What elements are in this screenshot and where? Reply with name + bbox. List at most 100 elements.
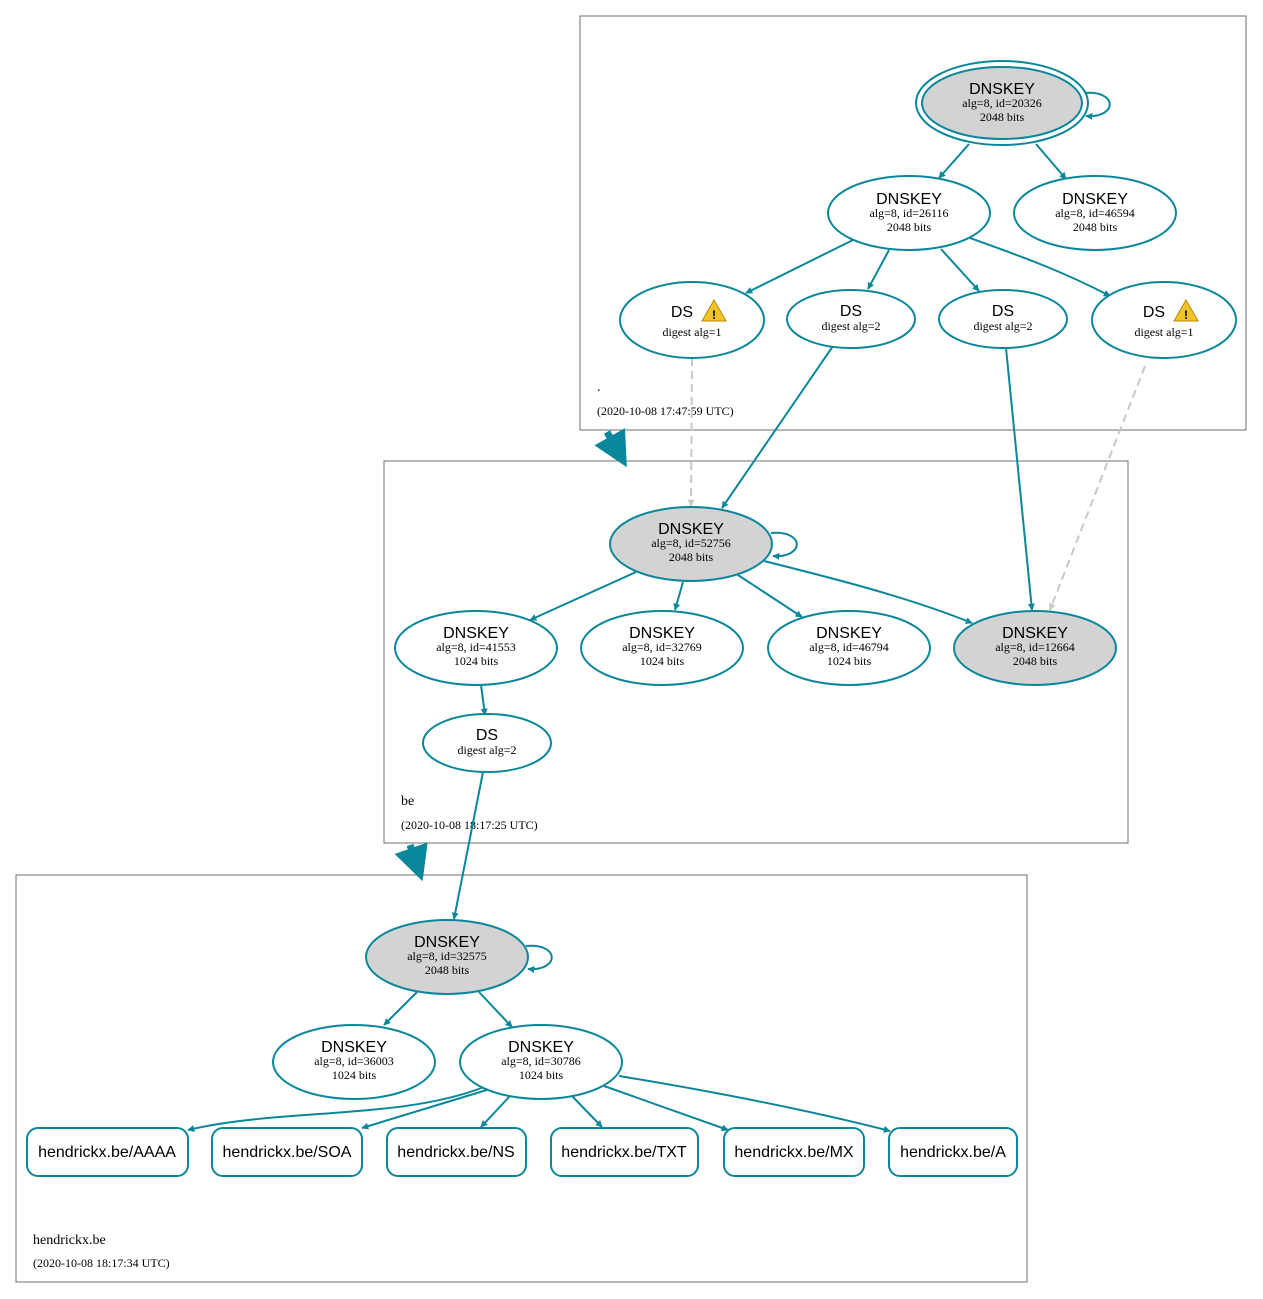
ds-node[interactable]: DS ! digest alg=1 bbox=[1091, 281, 1237, 359]
dnskey-node[interactable]: DNSKEY alg=8, id=32769 1024 bits bbox=[580, 610, 744, 686]
node-detail: alg=8, id=20326 bbox=[962, 96, 1042, 110]
rrset-node[interactable]: hendrickx.be/AAAA bbox=[26, 1127, 189, 1177]
edge-be-ksk-k4 bbox=[763, 560, 973, 624]
edge-ds4-be-k4 bbox=[1049, 365, 1146, 611]
svg-text:!: ! bbox=[712, 308, 716, 322]
node-detail: alg=8, id=36003 bbox=[314, 1054, 394, 1068]
dnskey-node[interactable]: DNSKEY alg=8, id=26116 2048 bits bbox=[827, 175, 991, 251]
dnskey-node[interactable]: DNSKEY alg=8, id=52756 2048 bits bbox=[609, 506, 773, 582]
edge-be-ds-h-ksk bbox=[451, 771, 484, 920]
edge-zsk1-ds1 bbox=[745, 239, 854, 294]
dnskey-node[interactable]: DNSKEY alg=8, id=36003 1024 bits bbox=[272, 1024, 436, 1100]
zone-be-name: be bbox=[401, 794, 414, 809]
dnskey-node[interactable]: DNSKEY alg=8, id=46594 2048 bits bbox=[1013, 175, 1177, 251]
zone-hendrickx-timestamp: (2020-10-08 18:17:34 UTC) bbox=[33, 1256, 170, 1270]
edge-be-ksk-k3 bbox=[737, 574, 803, 618]
edge-be-k1-ds bbox=[480, 684, 488, 716]
delegation-edge-root-be bbox=[594, 428, 627, 468]
node-bits: 1024 bits bbox=[519, 1068, 564, 1082]
self-loop-be-ksk bbox=[770, 531, 798, 560]
dnskey-node[interactable]: DNSKEY alg=8, id=41553 1024 bits bbox=[394, 610, 558, 686]
rrset-label: hendrickx.be/MX bbox=[734, 1144, 853, 1161]
node-type: DNSKEY bbox=[629, 625, 695, 642]
zone-root-name: . bbox=[597, 380, 601, 395]
edge-ds3-be-k4 bbox=[1005, 347, 1035, 611]
node-bits: 2048 bits bbox=[425, 963, 470, 977]
node-type: DNSKEY bbox=[658, 521, 724, 538]
node-type: DS bbox=[992, 303, 1014, 320]
node-detail: alg=8, id=30786 bbox=[501, 1054, 581, 1068]
node-detail: alg=8, id=32769 bbox=[622, 640, 702, 654]
node-bits: 1024 bits bbox=[827, 654, 872, 668]
ds-node[interactable]: DS digest alg=2 bbox=[422, 713, 552, 773]
node-detail: alg=8, id=46594 bbox=[1055, 206, 1135, 220]
node-detail: digest alg=1 bbox=[1134, 325, 1193, 339]
rrset-node[interactable]: hendrickx.be/A bbox=[888, 1127, 1018, 1177]
node-bits: 2048 bits bbox=[1073, 220, 1118, 234]
dnskey-node[interactable]: DNSKEY alg=8, id=30786 1024 bits bbox=[459, 1024, 623, 1100]
rrset-label: hendrickx.be/TXT bbox=[561, 1144, 687, 1161]
zone-root-timestamp: (2020-10-08 17:47:59 UTC) bbox=[597, 404, 734, 418]
dnskey-node[interactable]: DNSKEY alg=8, id=46794 1024 bits bbox=[767, 610, 931, 686]
node-type: DNSKEY bbox=[414, 934, 480, 951]
node-type: DNSKEY bbox=[969, 81, 1035, 98]
edge-k2-a bbox=[618, 1075, 891, 1133]
ds-node[interactable]: DS digest alg=2 bbox=[786, 289, 916, 349]
node-detail: digest alg=2 bbox=[821, 319, 880, 333]
edge-k2-mx bbox=[603, 1085, 729, 1132]
edge-k2-soa bbox=[361, 1088, 491, 1130]
node-type: DS bbox=[840, 303, 862, 320]
node-detail: alg=8, id=12664 bbox=[995, 640, 1075, 654]
node-bits: 1024 bits bbox=[332, 1068, 377, 1082]
dnskey-node[interactable]: DNSKEY alg=8, id=20326 2048 bits bbox=[915, 60, 1089, 146]
ds-node[interactable]: DS digest alg=2 bbox=[938, 289, 1068, 349]
dnskey-node[interactable]: DNSKEY alg=8, id=12664 2048 bits bbox=[953, 610, 1117, 686]
node-detail: alg=8, id=32575 bbox=[407, 949, 487, 963]
edge-h-ksk-k2 bbox=[478, 991, 513, 1028]
rrset-label: hendrickx.be/SOA bbox=[223, 1144, 352, 1161]
edge-zsk1-ds3 bbox=[940, 248, 980, 292]
node-type: DS bbox=[1143, 304, 1165, 321]
edge-ds2-be-ksk bbox=[721, 345, 834, 509]
node-type: DNSKEY bbox=[1002, 625, 1068, 642]
node-detail: digest alg=2 bbox=[457, 743, 516, 757]
node-type: DNSKEY bbox=[321, 1039, 387, 1056]
edge-h-ksk-k1 bbox=[383, 991, 418, 1026]
node-type: DNSKEY bbox=[876, 191, 942, 208]
rrset-node[interactable]: hendrickx.be/NS bbox=[386, 1127, 527, 1177]
node-type: DNSKEY bbox=[443, 625, 509, 642]
node-bits: 1024 bits bbox=[640, 654, 685, 668]
node-type: DS bbox=[671, 304, 693, 321]
rrset-node[interactable]: hendrickx.be/TXT bbox=[550, 1127, 699, 1177]
edge-root-ksk-zsk1 bbox=[938, 143, 970, 179]
node-detail: digest alg=2 bbox=[973, 319, 1032, 333]
ds-node[interactable]: DS ! digest alg=1 bbox=[619, 281, 765, 359]
rrset-node[interactable]: hendrickx.be/MX bbox=[723, 1127, 865, 1177]
zone-hendrickx-name: hendrickx.be bbox=[33, 1233, 106, 1248]
edge-zsk1-ds2 bbox=[867, 249, 890, 290]
dnskey-node[interactable]: DNSKEY alg=8, id=32575 2048 bits bbox=[365, 919, 529, 995]
edges bbox=[187, 91, 1146, 1133]
delegation-edge-be-hendrickx bbox=[394, 842, 428, 882]
edge-be-ksk-k1 bbox=[529, 571, 637, 621]
node-detail: alg=8, id=46794 bbox=[809, 640, 889, 654]
node-bits: 2048 bits bbox=[1013, 654, 1058, 668]
edge-be-ksk-k2 bbox=[673, 581, 684, 611]
node-type: DNSKEY bbox=[816, 625, 882, 642]
node-detail: digest alg=1 bbox=[662, 325, 721, 339]
edge-root-ksk-zsk2 bbox=[1035, 143, 1067, 180]
node-detail: alg=8, id=52756 bbox=[651, 536, 731, 550]
rrset-label: hendrickx.be/AAAA bbox=[38, 1144, 176, 1161]
warning-icon: ! bbox=[701, 298, 727, 322]
self-loop-root-ksk bbox=[1083, 91, 1111, 120]
rrset-node[interactable]: hendrickx.be/SOA bbox=[211, 1127, 363, 1177]
node-detail: alg=8, id=26116 bbox=[869, 206, 948, 220]
edge-k2-aaaa bbox=[187, 1086, 485, 1132]
node-type: DS bbox=[476, 727, 498, 744]
node-type: DNSKEY bbox=[508, 1039, 574, 1056]
edge-ds1-be-ksk bbox=[687, 357, 695, 507]
node-type: DNSKEY bbox=[1062, 191, 1128, 208]
warning-icon: ! bbox=[1173, 298, 1199, 322]
edge-k2-ns bbox=[480, 1095, 511, 1128]
